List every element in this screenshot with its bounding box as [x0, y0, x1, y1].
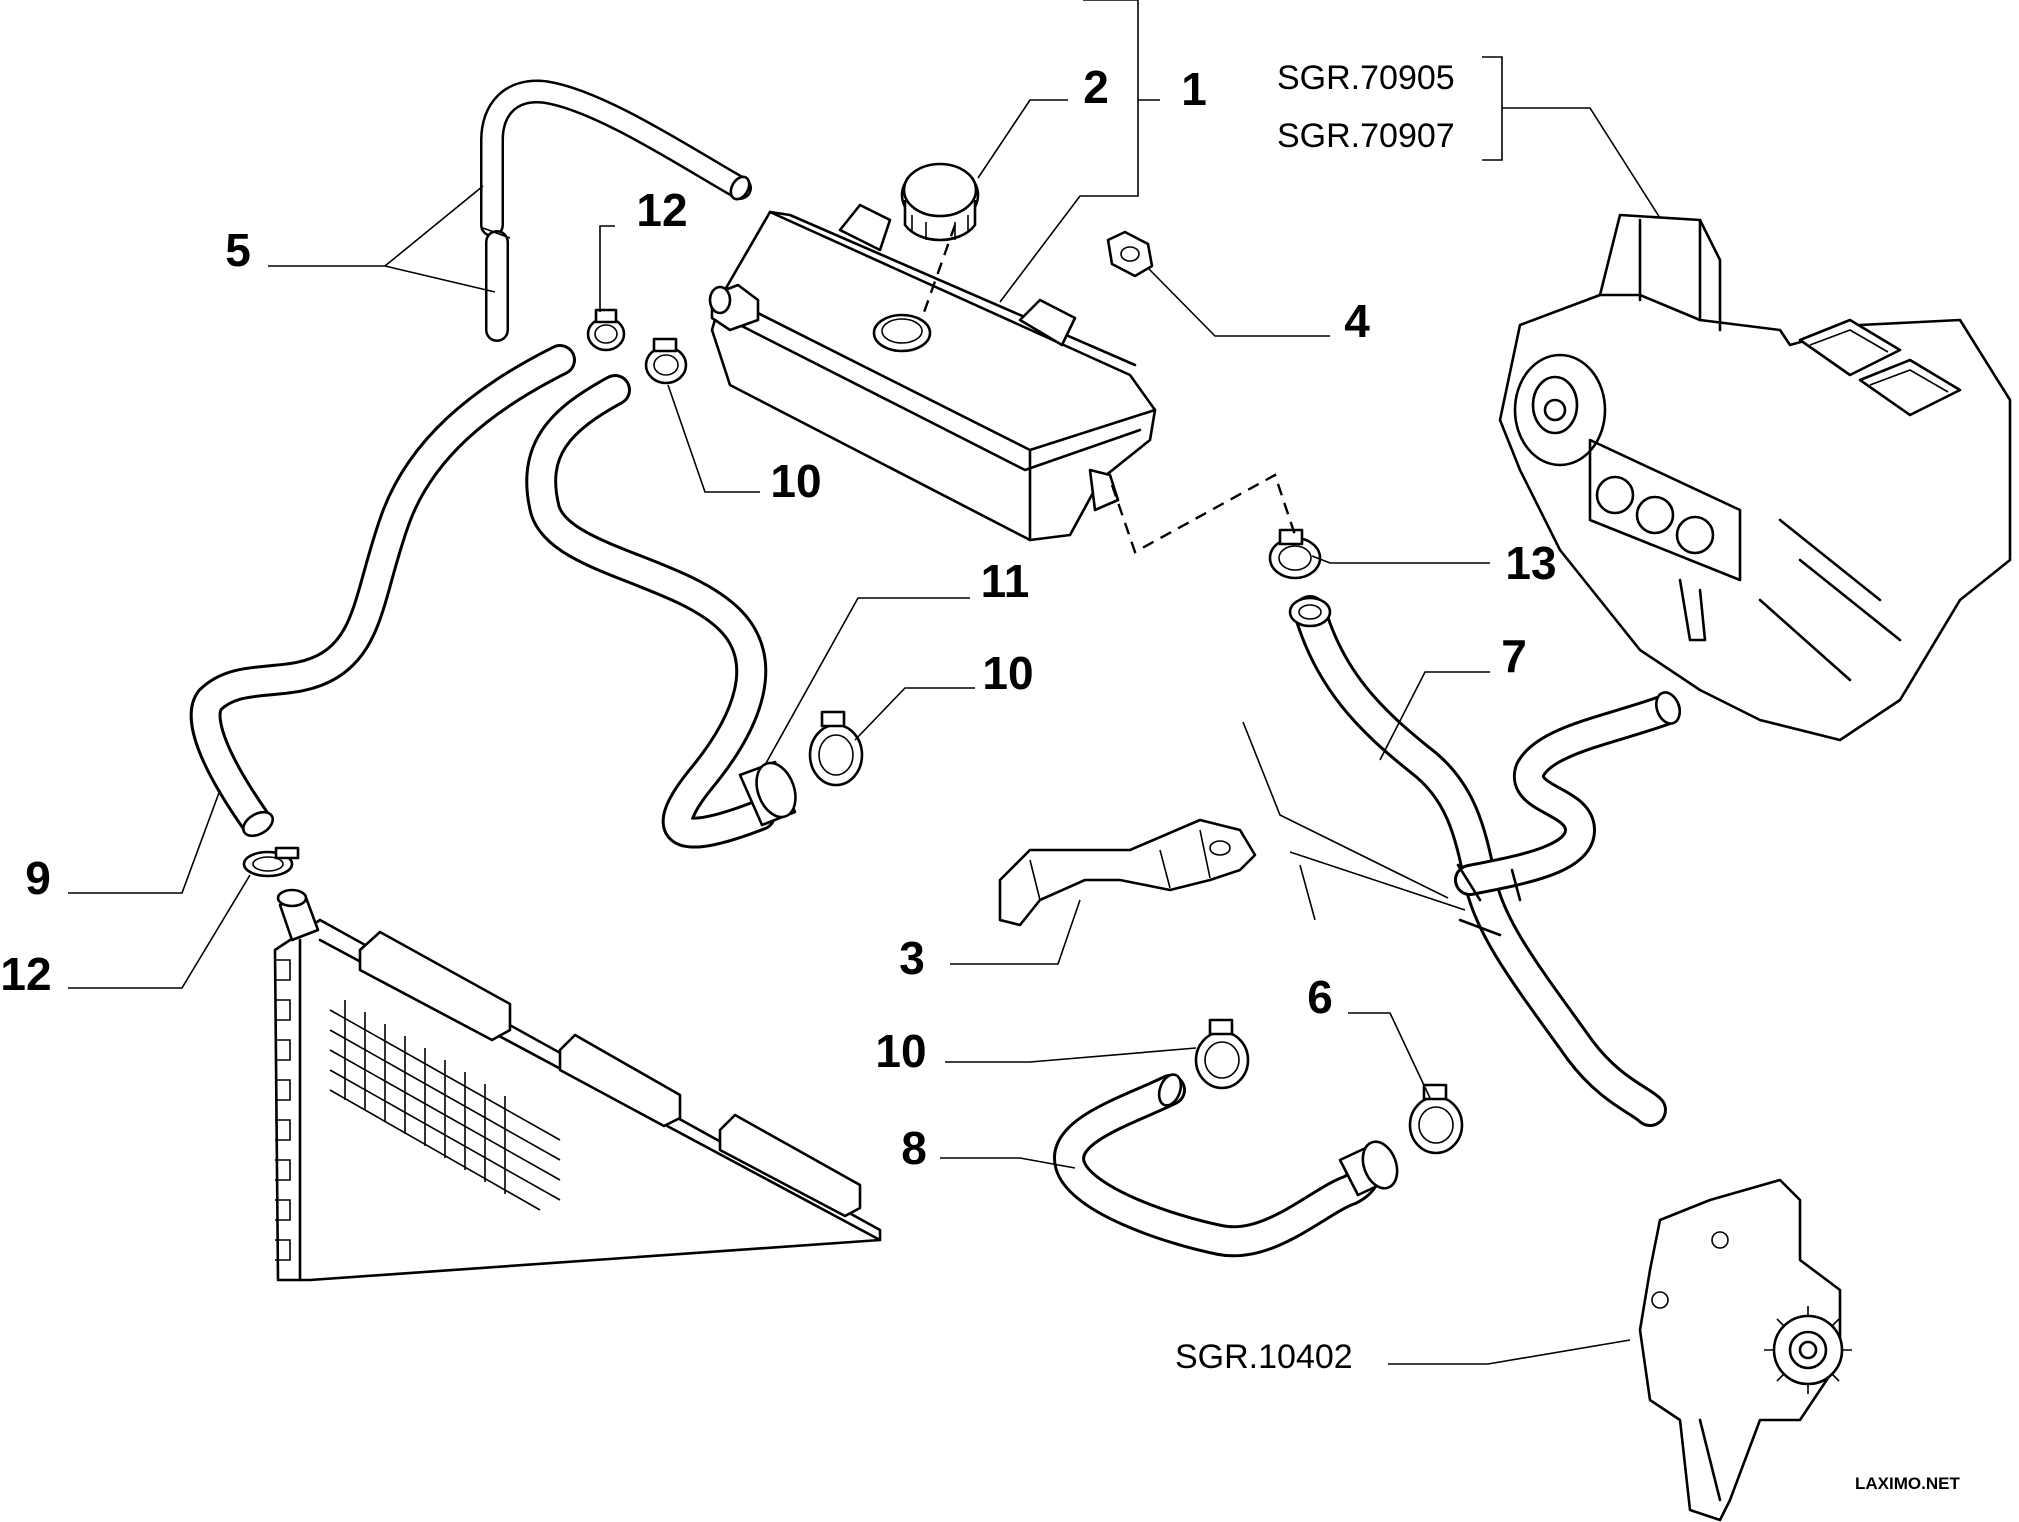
- part-10-hose-clamp-middle[interactable]: [808, 710, 864, 787]
- callout-7[interactable]: 7: [1501, 630, 1527, 682]
- callout-10-middle[interactable]: 10: [982, 647, 1033, 699]
- heater-dial-1: [1595, 475, 1635, 515]
- callout-2[interactable]: 2: [1083, 61, 1109, 113]
- callout-12-lower[interactable]: 12: [0, 948, 51, 1000]
- part-2-tank-cap[interactable]: [900, 162, 980, 242]
- part-3-hose-bracket[interactable]: [998, 818, 1257, 927]
- part-12-hose-clamp-lower[interactable]: [242, 846, 300, 878]
- part-13-hose-clamp[interactable]: [1268, 528, 1322, 580]
- water-pump[interactable]: [1638, 1178, 1852, 1522]
- part-4-nut[interactable]: [1106, 230, 1154, 278]
- callout-5[interactable]: 5: [225, 224, 251, 276]
- callout-8[interactable]: 8: [901, 1122, 927, 1174]
- radiator-core: [329, 1000, 561, 1211]
- callout-11[interactable]: 11: [981, 555, 1030, 607]
- callout-9[interactable]: 9: [25, 852, 51, 904]
- radiator: [273, 888, 882, 1282]
- callout-10-upper[interactable]: 10: [770, 455, 821, 507]
- heater-ref-1[interactable]: SGR.70905: [1277, 59, 1455, 97]
- part-5-bleed-hose[interactable]: [480, 79, 753, 342]
- pump-ref[interactable]: SGR.10402: [1175, 1338, 1353, 1376]
- callout-1[interactable]: 1: [1181, 63, 1207, 115]
- callout-10-lower[interactable]: 10: [875, 1025, 926, 1077]
- callout-6[interactable]: 6: [1307, 971, 1333, 1023]
- callout-3[interactable]: 3: [899, 932, 925, 984]
- part-12-hose-clamp-upper[interactable]: [586, 308, 626, 352]
- heater-vent-1: [1798, 318, 1902, 377]
- radiator-bracket-1: [358, 930, 512, 1042]
- heater-unit[interactable]: [1498, 213, 2012, 742]
- callout-12-upper[interactable]: 12: [636, 184, 687, 236]
- reference-labels: SGR.70905 SGR.70907 SGR.10402: [1175, 59, 1455, 1376]
- part-6-hose-clamp[interactable]: [1408, 1083, 1464, 1155]
- tank-to-clamp-dashed-line: [1110, 473, 1297, 554]
- callout-4[interactable]: 4: [1344, 295, 1370, 347]
- part-10-hose-clamp-upper[interactable]: [644, 337, 688, 385]
- callout-labels: 1 2 4 5 12 10 11 10 13 7 9 12 3 6 10 8: [0, 61, 1556, 1174]
- radiator-bracket-3: [718, 1113, 862, 1218]
- part-8-coolant-hose[interactable]: [1053, 1072, 1403, 1258]
- heater-dial-3: [1675, 515, 1715, 555]
- heater-ref-2[interactable]: SGR.70907: [1277, 117, 1455, 155]
- part-9-radiator-hose[interactable]: [189, 344, 576, 841]
- radiator-side-tank: [275, 959, 291, 1261]
- heater-vent-2: [1858, 358, 1962, 417]
- heater-dial-2: [1635, 495, 1675, 535]
- leader-lines: [68, 0, 1661, 1365]
- cap-to-tank-dashed-line: [920, 224, 957, 319]
- part-1-expansion-tank[interactable]: [708, 203, 1157, 542]
- part-7-heater-hose[interactable]: [1288, 595, 1684, 1127]
- part-11-coolant-pipe[interactable]: [525, 374, 802, 849]
- part-10-hose-clamp-lower[interactable]: [1194, 1018, 1250, 1090]
- callout-13[interactable]: 13: [1505, 537, 1556, 589]
- watermark: LAXIMO.NET: [1855, 1474, 1960, 1493]
- radiator-bracket-2: [558, 1033, 682, 1128]
